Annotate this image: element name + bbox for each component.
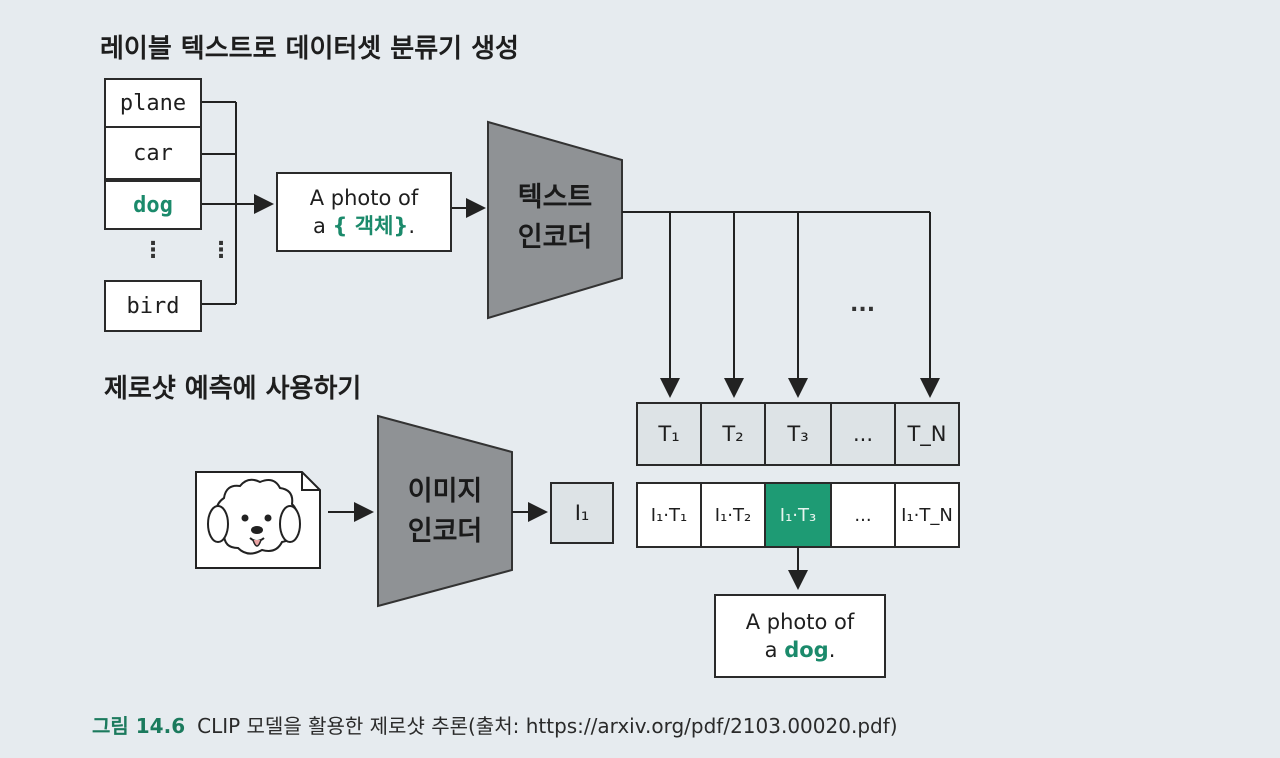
label-dog: dog [104,180,202,230]
label-bird: bird [104,280,202,332]
image-encoder-label-line2: 인코더 [407,516,483,547]
bottom-section-title: 제로샷 예측에 사용하기 [104,374,362,404]
branch-ellipsis: ... [850,292,876,317]
top-section-title: 레이블 텍스트로 데이터셋 분류기 생성 [100,34,519,64]
prompt-period: . [408,214,416,238]
result-article: a [764,638,778,662]
text-embedding-cell: T₂ [700,402,766,466]
figure-number: 그림 14.6 [92,714,186,738]
prompt-placeholder: { 객체} [332,214,409,238]
connector-ellipsis: ⋮ [210,238,232,263]
text-encoder-branches [622,211,940,398]
image-encoder-label-line1: 이미지 [407,476,483,507]
similarity-cell-highlighted: I₁·T₃ [764,482,832,548]
label-plane: plane [104,78,202,128]
result-line-2: a dog. [765,636,836,664]
text-encoder-shape [487,120,623,320]
text-encoder-label-line1: 텍스트 [517,182,593,213]
text-embedding-cell: T₃ [764,402,832,466]
text-encoder-label: 텍스트 인코더 [488,178,622,258]
similarity-cell: ... [830,482,896,548]
similarity-cell: I₁·T₁ [636,482,702,548]
prompt-template: A photo of a { 객체}. [276,172,452,252]
text-embedding-cell: ... [830,402,896,466]
text-embedding-cell: T₁ [636,402,702,466]
label-list-ellipsis: ⋮ [142,238,164,263]
text-embedding-cell: T_N [894,402,960,466]
text-encoder-label-line2: 인코더 [517,222,593,253]
figure-caption: 그림 14.6 CLIP 모델을 활용한 제로샷 추론(출처: https://a… [92,710,898,739]
result-period: . [828,638,836,662]
result-prompt: A photo of a dog. [714,594,886,678]
result-line-1: A photo of [745,610,855,634]
similarity-cell: I₁·T_N [894,482,960,548]
result-word: dog [784,638,829,662]
image-encoder-label: 이미지 인코더 [378,472,512,552]
prompt-line-2: a { 객체}. [313,212,415,240]
label-car: car [104,128,202,180]
prompt-article: a [312,214,326,238]
figure-caption-text: CLIP 모델을 활용한 제로샷 추론(출처: https://arxiv.or… [197,714,898,738]
similarity-cell: I₁·T₂ [700,482,766,548]
dog-image [195,471,321,569]
image-embedding-cell: I₁ [550,482,614,544]
image-encoder-shape [377,414,513,608]
prompt-line-1: A photo of [309,186,419,210]
